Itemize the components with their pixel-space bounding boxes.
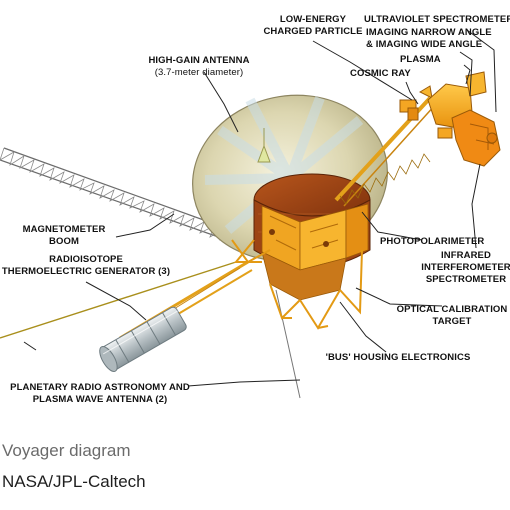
- label-low-energy: LOW-ENERGY: [280, 14, 347, 25]
- label-interferometer: INTERFEROMETER: [421, 262, 510, 273]
- label-photopolarimeter: PHOTOPOLARIMETER: [380, 236, 484, 247]
- voyager-diagram: LOW-ENERGY CHARGED PARTICLE ULTRAVIOLET …: [0, 14, 510, 405]
- image-caption: Voyager diagram: [2, 441, 131, 460]
- label-cosmic-ray: COSMIC RAY: [350, 68, 411, 79]
- rtg-assembly: [99, 260, 253, 372]
- image-credit: NASA/JPL-Caltech: [2, 472, 146, 491]
- label-pra: PLANETARY RADIO ASTRONOMY AND: [10, 382, 190, 393]
- support-struts: [231, 239, 363, 330]
- labels: LOW-ENERGY CHARGED PARTICLE ULTRAVIOLET …: [2, 14, 510, 405]
- label-plasma: PLASMA: [400, 54, 441, 65]
- science-boom: [334, 85, 437, 207]
- label-optical-calibration: OPTICAL CALIBRATION: [397, 304, 508, 315]
- label-infrared: INFRARED: [441, 250, 491, 261]
- label-high-gain-antenna: HIGH-GAIN ANTENNA: [148, 55, 249, 66]
- leader-lines: [23, 29, 497, 387]
- label-magnetometer: MAGNETOMETER: [23, 224, 106, 235]
- label-target: TARGET: [433, 316, 472, 327]
- scan-platform: [427, 71, 501, 167]
- label-imaging-narrow: IMAGING NARROW ANGLE: [366, 27, 492, 38]
- label-plasma-wave-antenna: PLASMA WAVE ANTENNA (2): [33, 394, 168, 405]
- label-radioisotope: RADIOISOTOPE: [49, 254, 123, 265]
- spacecraft-bus: [253, 173, 371, 301]
- label-imaging-wide: & IMAGING WIDE ANGLE: [366, 39, 482, 50]
- label-charged-particle: CHARGED PARTICLE: [263, 26, 362, 37]
- pra-antenna-lower: [275, 289, 301, 399]
- label-boom: BOOM: [49, 236, 79, 247]
- label-uv-spectrometer: ULTRAVIOLET SPECTROMETER: [364, 14, 510, 25]
- label-bus-housing: 'BUS' HOUSING ELECTRONICS: [326, 352, 471, 363]
- label-spectrometer: SPECTROMETER: [426, 274, 506, 285]
- label-rtg: THERMOELECTRIC GENERATOR (3): [2, 266, 170, 277]
- label-hga-diameter: (3.7-meter diameter): [155, 67, 244, 78]
